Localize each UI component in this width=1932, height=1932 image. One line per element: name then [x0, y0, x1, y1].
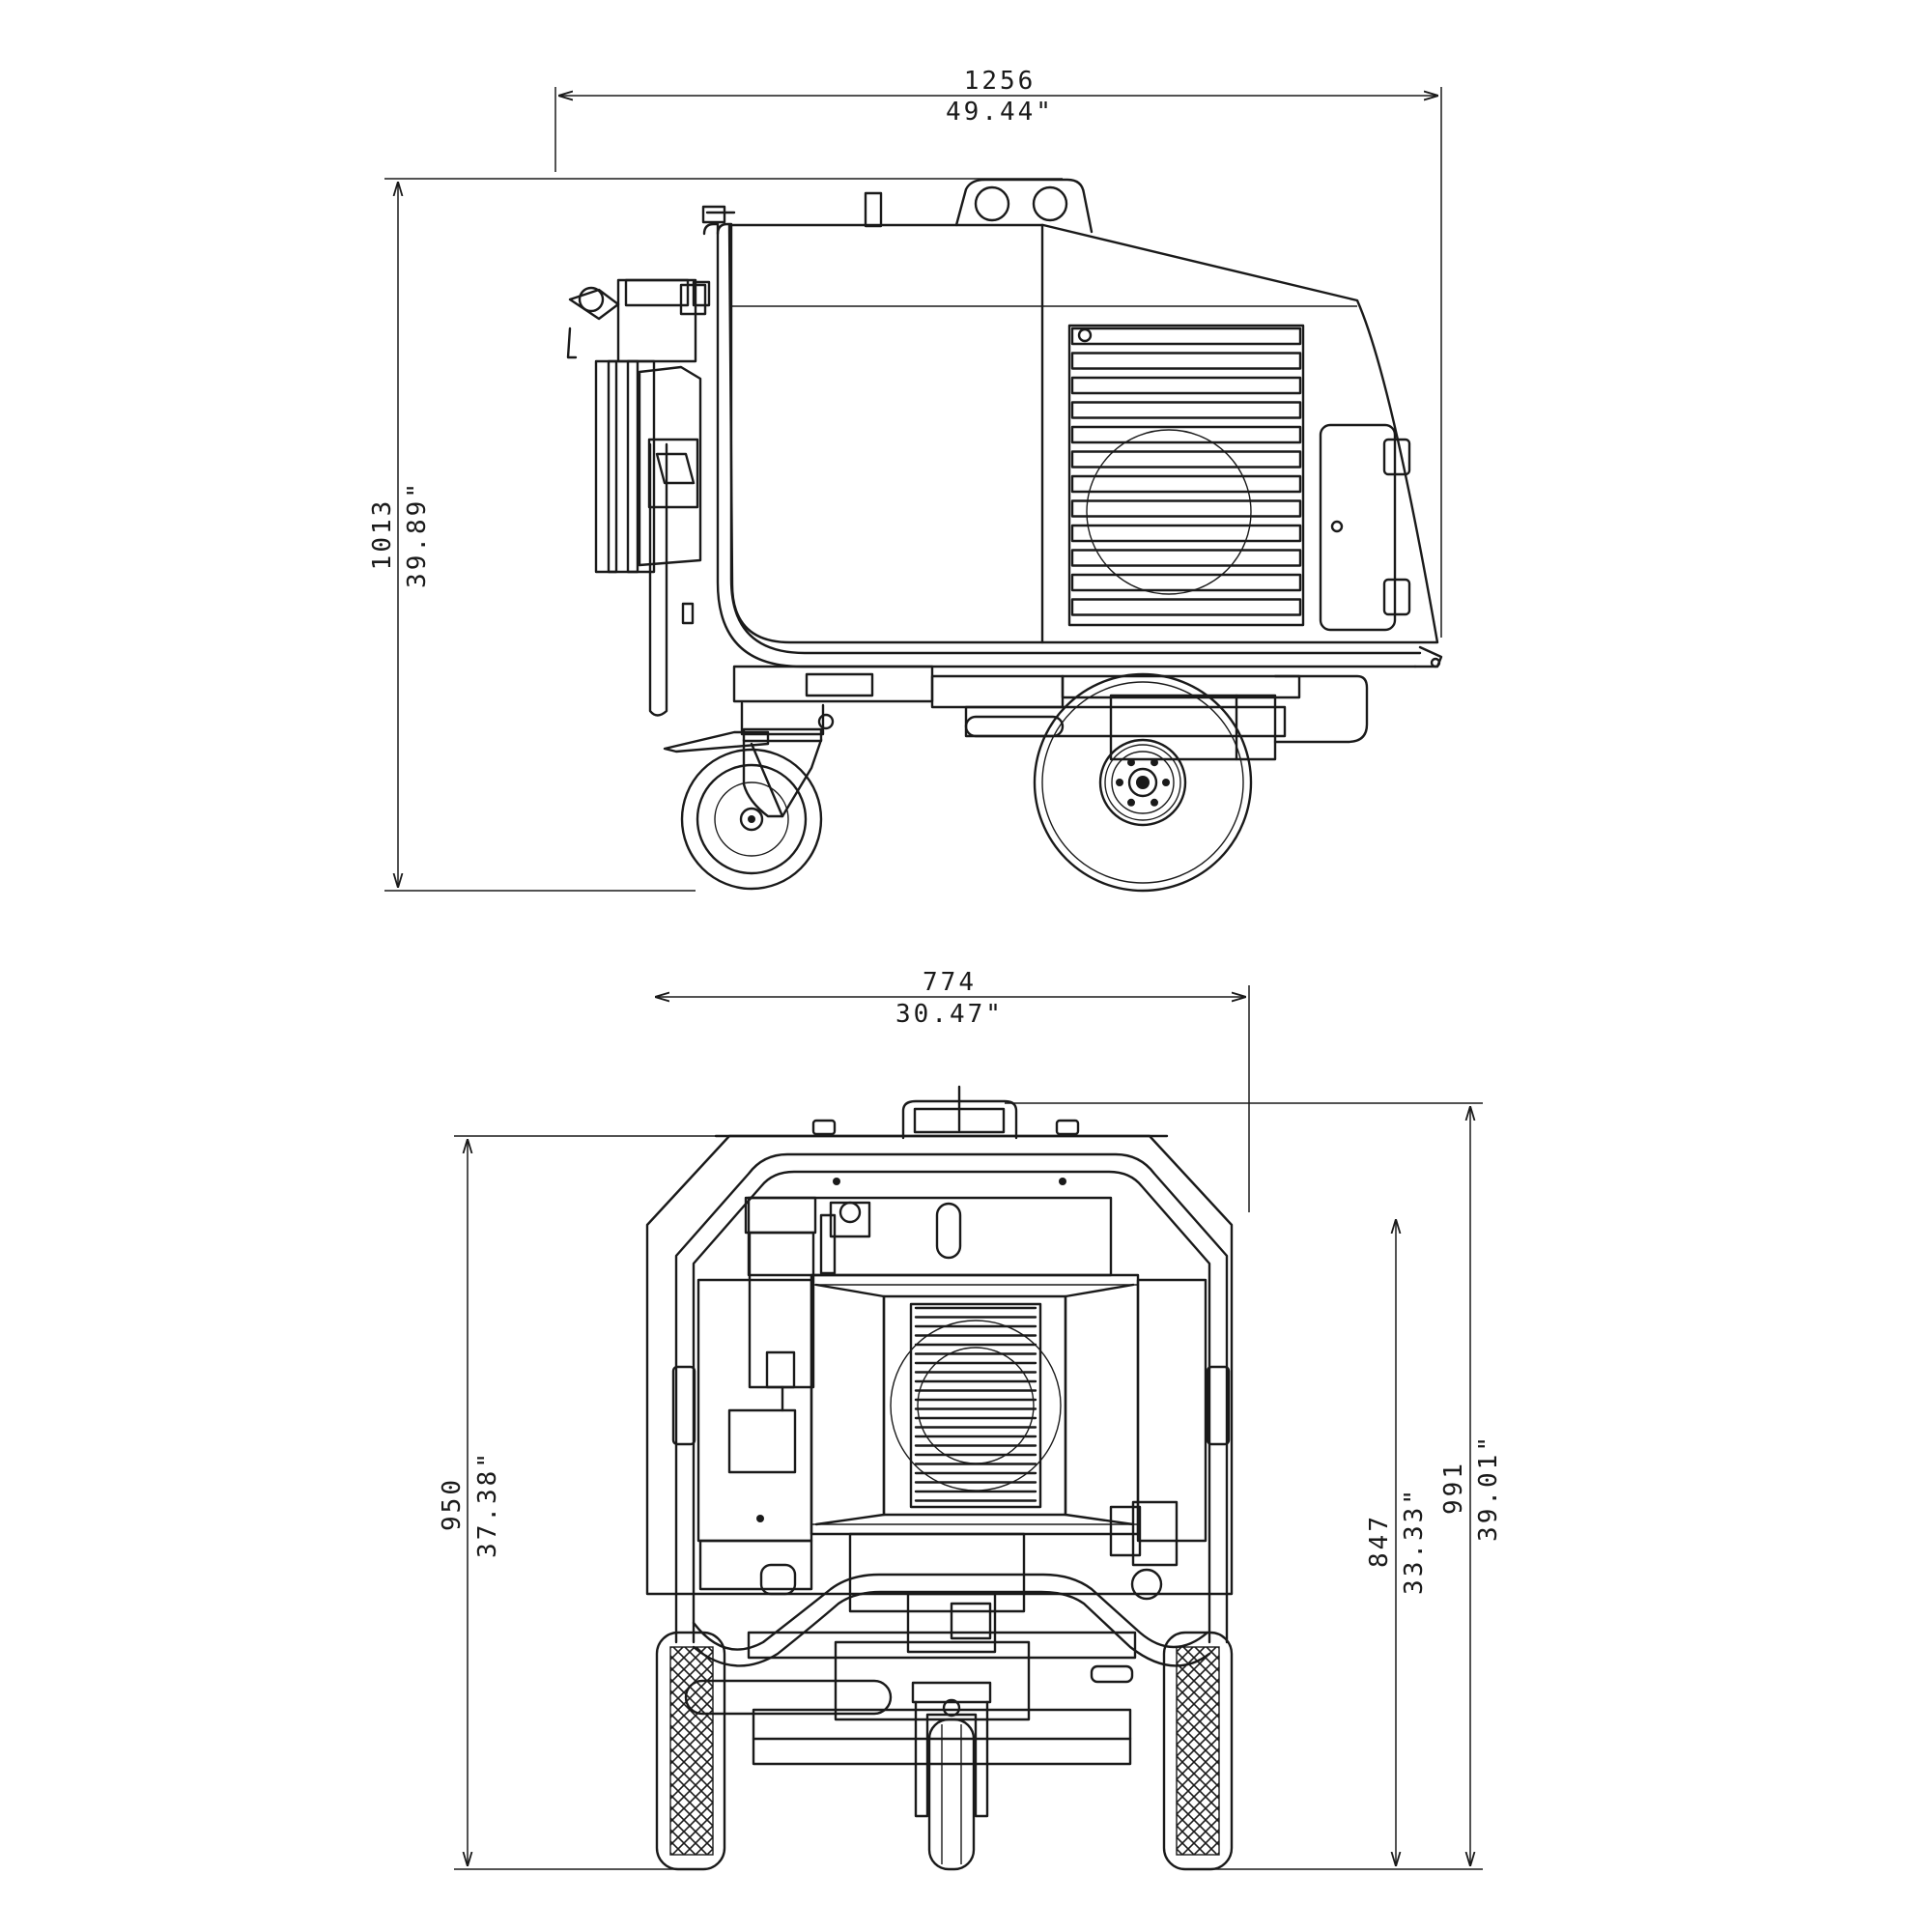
front-left-wheel: [655, 1631, 726, 1871]
lug-nut: [1151, 758, 1158, 767]
louvre-slat: [1070, 425, 1302, 444]
louvre-slat: [1070, 598, 1302, 616]
louvre-slat: [1070, 401, 1302, 419]
louvre-slat: [1070, 573, 1302, 592]
side-caster-wheel: [663, 701, 835, 891]
rear-handle: [647, 438, 699, 717]
right-bumper-pad: [1206, 1365, 1231, 1446]
front-caster-wheel: [911, 1681, 992, 1871]
front-width-dimension: 774 30.47": [655, 968, 1250, 1212]
tow-handle: [692, 1573, 1211, 1667]
rear-cooler: [566, 205, 736, 574]
louvre-slat: [1070, 450, 1302, 469]
front-width-in: 30.47": [895, 1000, 1004, 1029]
front-height-in: 37.38": [473, 1450, 502, 1558]
front-width-mm: 774: [923, 968, 977, 997]
louvre-slat: [1070, 352, 1302, 370]
louvre-slat: [1070, 327, 1302, 346]
lug-nut: [1162, 779, 1170, 786]
side-width-in: 49.44": [946, 98, 1054, 127]
side-main-wheel: [1033, 672, 1253, 893]
side-access-panel: [1319, 423, 1411, 632]
front-frame-tube: [674, 1152, 1229, 1644]
front-lower-section: [698, 1532, 1026, 1654]
compressor-body: [727, 223, 1439, 644]
side-height-mm: 1013: [368, 498, 397, 571]
inner-height-in: 33.33": [1400, 1487, 1429, 1595]
lug-nut: [1116, 779, 1123, 786]
front-top-panel: [747, 1178, 1113, 1277]
side-frame-tube: [702, 222, 1443, 668]
front-fan-grille: [810, 1273, 1140, 1536]
inner-height-mm: 847: [1365, 1514, 1394, 1568]
front-base-frame: [684, 1631, 1137, 1766]
side-grille: [1067, 324, 1305, 627]
front-lifting-eye: [811, 1085, 1080, 1140]
front-view: 774 30.47" 950 37.38" 847 33.33" 991 39.…: [438, 968, 1503, 1871]
left-bumper-pad: [671, 1365, 696, 1446]
louvre-slat: [1070, 499, 1302, 518]
front-height-mm: 950: [438, 1477, 467, 1531]
front-housing: [645, 1134, 1234, 1596]
total-height-in: 39.01": [1474, 1434, 1503, 1542]
lug-nut: [1151, 798, 1158, 807]
louvre-slat: [1070, 376, 1302, 395]
front-height-dimension: 950 37.38": [438, 1135, 720, 1870]
side-height-dimension: 1013 39.89": [368, 178, 1063, 892]
side-view: 1256 49.44" 1013 39.89": [368, 67, 1443, 893]
air-filter: [727, 1196, 871, 1522]
lug-nut: [1127, 798, 1135, 807]
total-height-mm: 991: [1439, 1461, 1468, 1515]
lifting-eye: [954, 178, 1094, 234]
side-chassis: [732, 665, 1369, 761]
side-height-in: 39.89": [403, 480, 432, 588]
louvre-slat: [1070, 549, 1302, 567]
side-width-mm: 1256: [964, 67, 1037, 96]
front-inner-sides: [696, 1278, 1208, 1601]
side-width-dimension: 1256 49.44": [554, 67, 1442, 638]
louvre-slat: [1070, 474, 1302, 494]
lug-nut: [1127, 758, 1135, 767]
front-right-wheel: [1162, 1631, 1234, 1871]
louvre-slat: [1070, 524, 1302, 543]
front-right-dimensions: 847 33.33" 991 39.01": [1005, 1102, 1503, 1870]
